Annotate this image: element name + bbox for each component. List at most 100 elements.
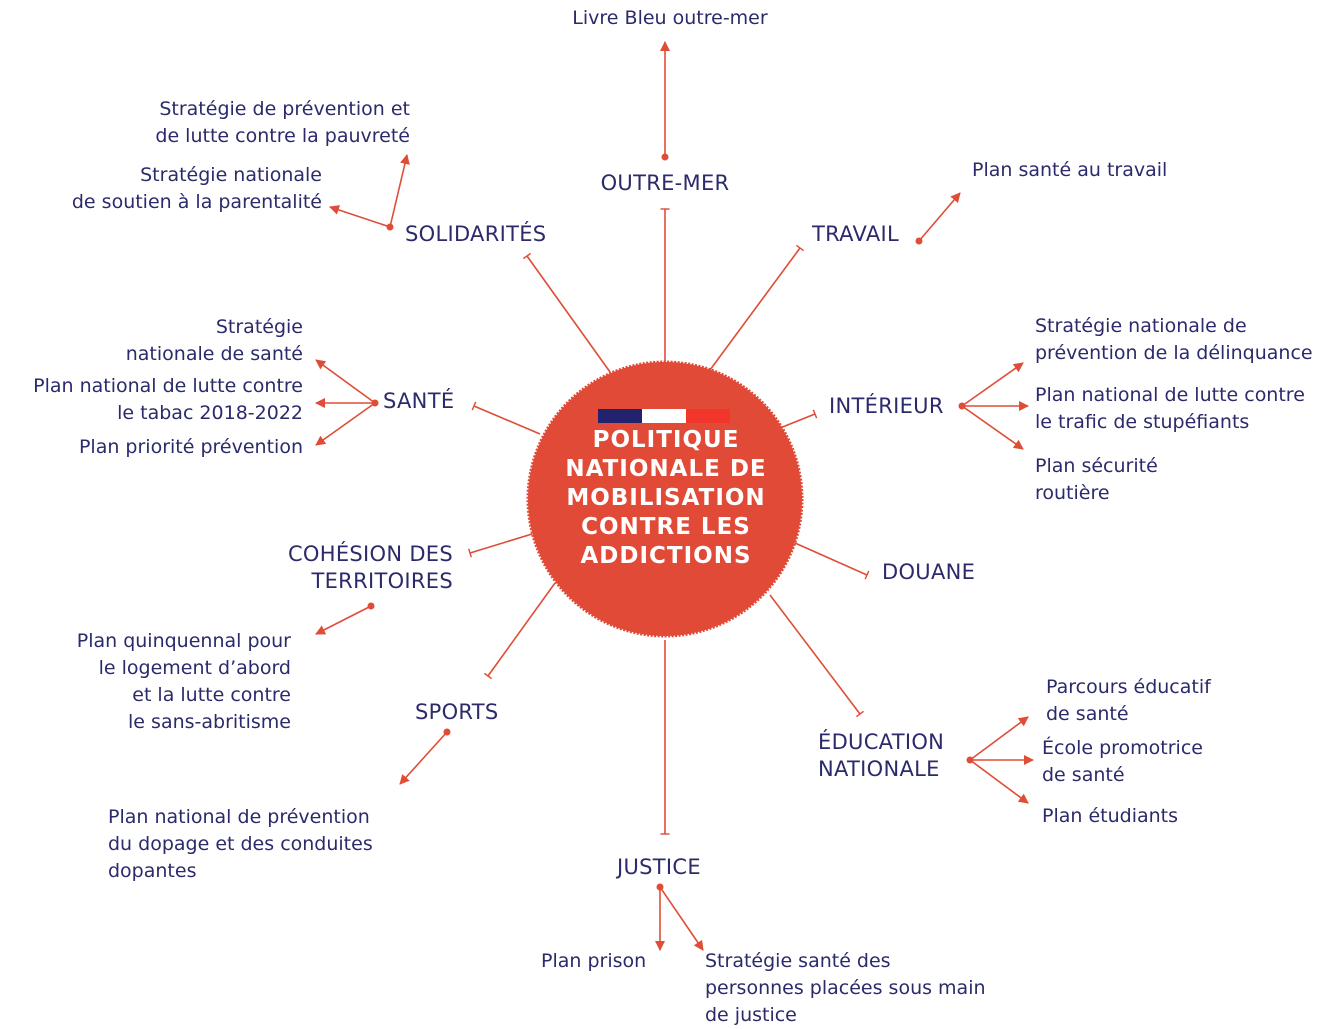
ministry-cohesion-line: TERRITOIRES — [311, 569, 453, 593]
spoke-cohesion — [467, 533, 533, 558]
plan-line: Plan national de prévention — [108, 806, 370, 828]
hub-title-line: NATIONALE DE — [565, 456, 767, 482]
plan-line: dopantes — [108, 860, 197, 882]
arrow-cohesion — [315, 605, 372, 635]
plan-line: Stratégie nationale de — [1035, 315, 1247, 337]
plan-prison: Plan prison — [541, 950, 647, 972]
dot-outre-mer — [661, 153, 669, 161]
arrow-sante-prevention — [315, 402, 376, 446]
hub-title-line: POLITIQUE — [592, 427, 740, 453]
plan-strategie-sante: Stratégie nationale de santé — [60, 314, 303, 368]
plan-line: Parcours éducatif — [1046, 676, 1211, 698]
dot-solidarites — [386, 223, 394, 231]
plan-delinquance: Stratégie nationale de prévention de la … — [1035, 313, 1313, 367]
dot-sante — [371, 399, 379, 407]
arrow-justice-sante — [659, 886, 704, 951]
plan-line: Stratégie — [215, 316, 303, 338]
ministry-sante: SANTÉ — [383, 389, 455, 413]
plan-ecole-promotrice: École promotrice de santé — [1042, 735, 1203, 789]
ministry-education-line: ÉDUCATION — [818, 730, 945, 754]
ministry-travail: TRAVAIL — [812, 222, 899, 246]
spoke-solidarites — [522, 252, 611, 373]
french-flag-icon — [598, 409, 730, 423]
dot-interieur — [958, 402, 966, 410]
ministry-outre-mer: OUTRE-MER — [600, 171, 730, 195]
spoke-travail — [709, 244, 805, 371]
plan-line: le tabac 2018-2022 — [117, 402, 303, 424]
arrow-education-etudiants — [969, 759, 1029, 804]
plan-priorite-prevention: Plan priorité prévention — [78, 436, 303, 458]
plan-line: personnes placées sous main — [705, 977, 986, 999]
plan-dopage: Plan national de prévention du dopage et… — [108, 804, 373, 885]
plan-line: de justice — [705, 1004, 797, 1026]
plan-sante-travail: Plan santé au travail — [972, 159, 1168, 181]
dot-cohesion — [367, 602, 375, 610]
plan-tabac: Plan national de lutte contre le tabac 2… — [0, 373, 303, 427]
plan-line: de soutien à la parentalité — [71, 191, 322, 213]
dot-justice — [656, 883, 664, 891]
ministry-education: ÉDUCATION NATIONALE — [818, 729, 944, 783]
hub-title-line: MOBILISATION — [566, 485, 766, 511]
dot-education — [966, 756, 974, 764]
hub-title-line: CONTRE LES — [581, 514, 751, 540]
arrow-sports — [399, 731, 448, 785]
ministry-cohesion-line: COHÉSION DES — [287, 542, 453, 566]
arrow-travail — [918, 192, 961, 242]
plan-line: Stratégie de prévention et — [159, 98, 410, 120]
plan-line: le logement d’abord — [98, 657, 291, 679]
plan-line: Plan quinquennal pour — [76, 630, 291, 652]
plan-line: École promotrice — [1042, 737, 1203, 759]
ministry-douane: DOUANE — [882, 560, 976, 584]
hub-circle — [526, 360, 804, 638]
dot-sports — [443, 728, 451, 736]
ministry-interieur: INTÉRIEUR — [829, 394, 944, 418]
ministry-sports: SPORTS — [415, 700, 499, 724]
plan-stupefiants: Plan national de lutte contre le trafic … — [1035, 382, 1305, 436]
plan-line: le sans-abritisme — [128, 711, 291, 733]
plan-line: prévention de la délinquance — [1035, 342, 1313, 364]
plan-line: Stratégie nationale — [140, 164, 322, 186]
plan-line: Plan sécurité — [1035, 455, 1158, 477]
plan-line: de lutte contre la pauvreté — [155, 125, 410, 147]
plan-logement: Plan quinquennal pour le logement d’abor… — [20, 628, 291, 736]
arrow-education-parcours — [969, 716, 1029, 761]
arrow-solidarites-pauvrete — [389, 154, 410, 228]
hub-title-line: ADDICTIONS — [580, 543, 752, 569]
plan-livre-bleu: Livre Bleu outre-mer — [572, 7, 768, 29]
plan-line: de santé — [1046, 703, 1129, 725]
plan-line: le trafic de stupéfiants — [1035, 411, 1250, 433]
flag-blue — [598, 409, 642, 423]
spoke-interieur — [779, 409, 818, 429]
plan-line: Stratégie santé des — [705, 950, 891, 972]
spoke-sports — [483, 582, 556, 680]
flag-white — [642, 409, 686, 423]
plan-line: Plan national de lutte contre — [33, 375, 303, 397]
arrow-solidarites-parentalite — [329, 205, 391, 228]
spoke-sante — [471, 401, 541, 435]
ministry-cohesion: COHÉSION DES TERRITOIRES — [230, 541, 453, 595]
plan-securite-routiere: Plan sécurité routière — [1035, 453, 1158, 507]
plan-parcours-educatif: Parcours éducatif de santé — [1046, 674, 1211, 728]
hub-title: POLITIQUE NATIONALE DE MOBILISATION CONT… — [548, 426, 784, 571]
plan-line: du dopage et des conduites — [108, 833, 373, 855]
plan-line: et la lutte contre — [132, 684, 291, 706]
plan-line: nationale de santé — [125, 343, 303, 365]
arrow-interieur-securite — [961, 405, 1024, 450]
plan-line: routière — [1035, 482, 1110, 504]
plan-line: de santé — [1042, 764, 1125, 786]
plan-sante-justice: Stratégie santé des personnes placées so… — [705, 948, 986, 1029]
ministry-solidarites: SOLIDARITÉS — [405, 222, 547, 246]
flag-red — [686, 409, 730, 423]
spoke-education — [769, 594, 865, 718]
dot-travail — [915, 237, 923, 245]
arrow-interieur-delinquance — [961, 362, 1024, 407]
plan-pauvrete: Stratégie de prévention et de lutte cont… — [60, 96, 410, 150]
spoke-douane — [794, 542, 870, 580]
plan-parentalite: Stratégie nationale de soutien à la pare… — [30, 162, 322, 216]
arrow-sante-strategie — [315, 359, 376, 404]
ministry-education-line: NATIONALE — [818, 757, 940, 781]
plan-line: Plan national de lutte contre — [1035, 384, 1305, 406]
ministry-justice: JUSTICE — [617, 855, 701, 879]
